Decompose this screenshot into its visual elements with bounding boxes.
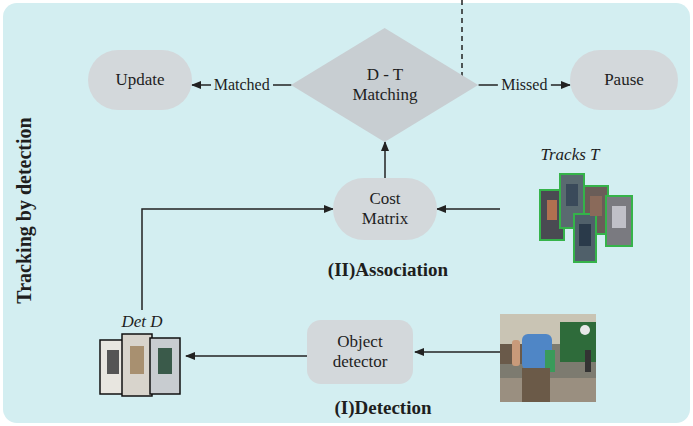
node-label: Cost Matrix <box>350 189 420 228</box>
decision-diamond: D - T Matching <box>291 28 478 142</box>
node-label: Object detector <box>320 332 400 371</box>
track-crops <box>540 174 632 262</box>
edge-label: Matched <box>211 76 273 94</box>
input-arrow <box>415 351 500 353</box>
side-title: Tracking by detection <box>13 117 36 303</box>
state-box: Pause <box>570 50 678 110</box>
state-box: Update <box>88 50 192 110</box>
group-heading: Det D <box>118 312 165 332</box>
node-label: Update <box>115 70 164 90</box>
process-box: Object detector <box>307 320 413 384</box>
detections-group: Det D <box>98 312 186 398</box>
connector-arrow <box>186 355 307 357</box>
dashed-line <box>461 0 463 72</box>
street-photo <box>500 314 596 402</box>
stage-label: (I)Detection <box>334 397 431 419</box>
connector-arrow <box>384 142 386 178</box>
node-label: Pause <box>604 70 644 90</box>
group-heading: Tracks T <box>537 145 602 165</box>
connector-arrow <box>437 208 500 210</box>
edge-label: Missed <box>498 76 550 94</box>
stage-label: (II)Association <box>328 259 448 281</box>
detection-crops <box>100 334 180 396</box>
node-label: D - T Matching <box>341 65 429 104</box>
connector-arrow <box>142 209 333 310</box>
process-box: Cost Matrix <box>333 178 437 240</box>
tracks-group: Tracks T <box>500 145 640 265</box>
